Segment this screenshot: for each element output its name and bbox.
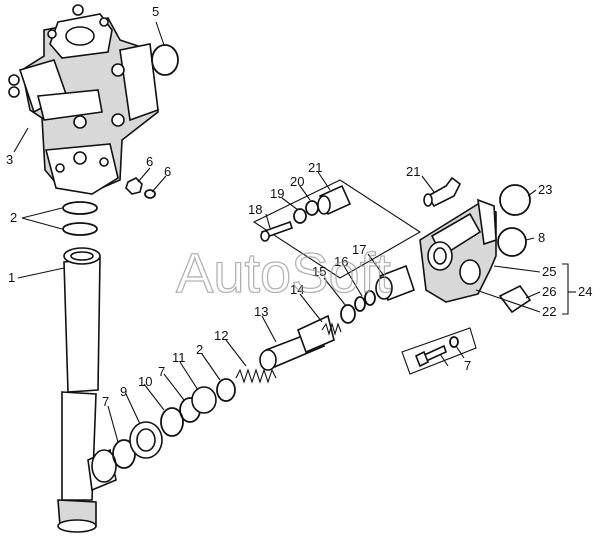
spring-11 <box>235 368 277 384</box>
seal-ring-2c <box>216 378 236 402</box>
o-ring-14 <box>340 304 356 324</box>
group-box-17-20 <box>252 179 422 279</box>
ring-18 <box>293 208 307 224</box>
pipe-1 <box>57 247 117 533</box>
o-ring-4 <box>151 44 179 76</box>
valve-housing-24 <box>419 198 497 303</box>
callout-6-top: 6 <box>164 164 171 179</box>
callout-2-mid: 2 <box>196 342 203 357</box>
leader-lines <box>13 21 576 443</box>
callout-7-a: 7 <box>102 394 109 409</box>
seal-ring-2b <box>62 222 98 236</box>
callout-7-b: 7 <box>158 364 165 379</box>
steering-gear-housing <box>8 4 159 195</box>
coupling-13 <box>321 322 342 336</box>
callout-12: 13 <box>254 304 268 319</box>
callout-2-left: 2 <box>10 210 17 225</box>
elbow-fitting-21 <box>426 176 462 208</box>
callout-21-top: 21 <box>406 164 420 179</box>
callout-18: 19 <box>270 186 284 201</box>
callout-9: 10 <box>138 374 152 389</box>
callout-23: 24 <box>578 284 592 299</box>
callout-labels: 5 3 6 6 2 1 7 9 10 7 11 2 12 13 14 15 16… <box>6 4 592 409</box>
ring-9 <box>160 407 184 437</box>
washer-6-bottom <box>449 336 459 348</box>
callout-16: 17 <box>352 242 366 257</box>
callout-22: 23 <box>538 182 552 197</box>
callout-17: 18 <box>248 202 262 217</box>
plug-25 <box>498 284 532 314</box>
callout-13: 14 <box>290 282 304 297</box>
washer-6-top <box>144 189 156 199</box>
callout-21-right: 22 <box>542 304 556 319</box>
callout-19: 20 <box>290 174 304 189</box>
watermark-text: AutoSoft <box>176 241 391 304</box>
group-box-26 <box>401 327 477 375</box>
callout-25: 26 <box>542 284 556 299</box>
callout-10: 11 <box>172 350 186 365</box>
o-ring-7c <box>497 227 527 257</box>
seal-ring-2a <box>62 201 98 215</box>
callout-5: 6 <box>146 154 153 169</box>
cup-10 <box>191 386 217 414</box>
callout-3: 3 <box>6 152 13 167</box>
callout-4: 5 <box>152 4 159 19</box>
callout-1: 1 <box>8 270 15 285</box>
callout-20: 21 <box>308 160 322 175</box>
o-ring-22 <box>499 184 531 216</box>
callout-11: 12 <box>214 328 228 343</box>
ring-19 <box>305 200 319 216</box>
callout-8: 9 <box>120 384 127 399</box>
callout-15: 16 <box>334 254 348 269</box>
callout-24: 25 <box>542 264 556 279</box>
callout-14: 15 <box>312 264 326 279</box>
callout-7-c: 8 <box>538 230 545 245</box>
callout-6-bottom: 7 <box>464 358 471 373</box>
valve-body-12 <box>259 314 335 371</box>
